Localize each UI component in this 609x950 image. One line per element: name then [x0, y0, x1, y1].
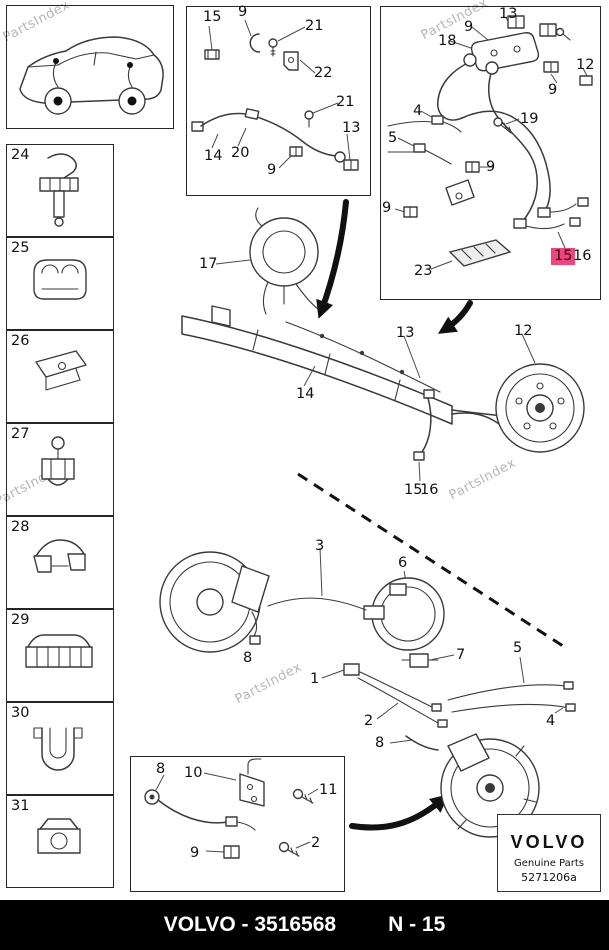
car-thumbnail-sketch — [19, 36, 164, 115]
callout-30: 30 — [11, 705, 30, 721]
callout-2: 2 — [364, 713, 374, 729]
clip-27-art — [41, 436, 75, 486]
callout-15-highlighted: 15 — [551, 248, 576, 265]
callout-25: 25 — [11, 240, 30, 256]
callout-9: 9 — [190, 845, 200, 861]
reference-arrows — [316, 199, 473, 831]
callout-14: 14 — [296, 386, 315, 402]
callout-14: 14 — [204, 148, 223, 164]
callout-27: 27 — [11, 426, 30, 442]
callout-15: 15 — [404, 482, 423, 498]
callout-9: 9 — [548, 82, 558, 98]
clip-25-art — [33, 259, 87, 300]
callout-8: 8 — [156, 761, 166, 777]
hose-detail-box-art — [191, 19, 359, 171]
callout-9: 9 — [486, 159, 496, 175]
callout-18: 18 — [438, 33, 457, 49]
callout-7: 7 — [456, 647, 466, 663]
callout-9: 9 — [267, 162, 277, 178]
callout-16: 16 — [573, 248, 592, 264]
clip-26-art — [35, 350, 87, 391]
callout-20: 20 — [231, 145, 250, 161]
callout-5: 5 — [513, 640, 523, 656]
hose-bracket-box — [130, 756, 345, 892]
callout-17: 17 — [199, 256, 218, 272]
front-brake-diagram — [159, 547, 576, 838]
clip-31-art — [37, 818, 81, 854]
callout-26: 26 — [11, 333, 30, 349]
callout-21: 21 — [305, 18, 324, 34]
callout-8: 8 — [375, 735, 385, 751]
callout-12: 12 — [576, 57, 595, 73]
clip-29-art — [25, 634, 93, 668]
volvo-genuine-parts-box: VOLVO Genuine Parts 5271206a — [497, 814, 601, 892]
callout-9: 9 — [464, 19, 474, 35]
car-location-box — [6, 5, 174, 129]
callout-4: 4 — [546, 713, 556, 729]
callout-8: 8 — [243, 650, 253, 666]
callout-15: 15 — [203, 9, 222, 25]
clip-box-25 — [6, 237, 114, 330]
clip-24-art — [39, 153, 79, 227]
callout-13: 13 — [499, 6, 518, 22]
clip-30-art — [33, 727, 83, 771]
footer-bar: VOLVO - 3516568 N - 15 — [0, 900, 609, 950]
rear-axle-diagram — [181, 207, 585, 650]
clip-box-28 — [6, 516, 114, 609]
callout-31: 31 — [11, 798, 30, 814]
clip-box-26 — [6, 330, 114, 423]
footer-part-number: VOLVO - 3516568 — [163, 913, 337, 936]
callout-2: 2 — [311, 835, 321, 851]
callout-16: 16 — [420, 482, 439, 498]
hose-assembly-box — [380, 6, 601, 300]
callout-13: 13 — [342, 120, 361, 136]
callout-24: 24 — [11, 147, 30, 163]
callout-19: 19 — [520, 111, 539, 127]
hose-bracket-box-art — [144, 758, 319, 859]
clip-box-31 — [6, 795, 114, 888]
callout-12: 12 — [514, 323, 533, 339]
clip-box-24 — [6, 144, 114, 237]
clip-box-29 — [6, 609, 114, 702]
callout-1: 1 — [310, 671, 320, 687]
clip-box-27 — [6, 423, 114, 516]
callout-6: 6 — [398, 555, 408, 571]
footer-page-ref: N - 15 — [388, 913, 446, 936]
callout-3: 3 — [315, 538, 325, 554]
callout-13: 13 — [396, 325, 415, 341]
callout-10: 10 — [184, 765, 203, 781]
clip-28-art — [33, 539, 86, 573]
callout-29: 29 — [11, 612, 30, 628]
callout-23: 23 — [414, 263, 433, 279]
callout-9: 9 — [238, 4, 248, 20]
clip-box-30 — [6, 702, 114, 795]
hose-detail-box — [186, 6, 371, 196]
illustration-code: 5271206a — [521, 871, 577, 884]
callout-22: 22 — [314, 65, 333, 81]
callout-9: 9 — [382, 200, 392, 216]
callout-28: 28 — [11, 519, 30, 535]
hose-assembly-box-art — [387, 15, 593, 270]
callout-21: 21 — [336, 94, 355, 110]
genuine-parts-label: Genuine Parts — [514, 858, 584, 869]
callout-5: 5 — [388, 130, 398, 146]
callout-11: 11 — [319, 782, 338, 798]
volvo-logo-text: VOLVO — [510, 832, 588, 852]
callout-4: 4 — [413, 103, 423, 119]
